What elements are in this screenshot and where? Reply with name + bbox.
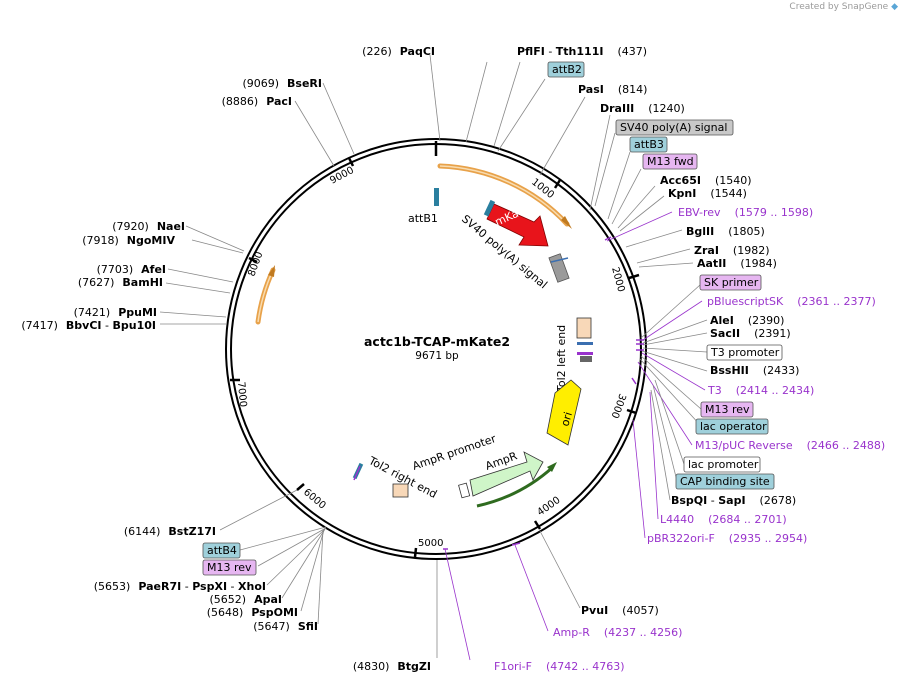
dark-green-feature-arc [476,465,555,508]
site-label: (5652)ApaI [210,593,282,606]
site-label: Acc65I(1540) [660,174,752,187]
feature-box-label: SV40 poly(A) signal [620,121,727,134]
feature-box-label: SK primer [704,276,759,289]
site-label: (6144)BstZ17I [124,525,216,538]
site-label: DraIII(1240) [600,102,685,115]
primer-marks [443,236,644,550]
site-label: (226)PaqCI [362,45,435,58]
leader-lines [159,54,708,661]
site-label: KpnI(1544) [668,187,747,200]
tick-mark [553,179,562,189]
site-label: (5647)SfiI [253,620,318,633]
site-label: (7703)AfeI [97,263,166,276]
tick-mark [533,520,542,530]
tick-label: 2000 [609,266,626,293]
tick-mark [413,547,418,558]
site-label: PvuI(4057) [581,604,659,617]
tick-label: 9000 [328,165,356,187]
feature-box-label: M13 rev [207,561,252,574]
primer-label: L4440(2684 .. 2701) [660,513,787,526]
feature-box-m13-rev [700,401,754,418]
site-label: (7421)PpuMI [74,306,157,319]
site-label: (4830)BtgZI [353,660,431,673]
tick-mark [626,408,637,415]
tol2-left-label: Tol2 left end [555,325,568,393]
primer-label: pBluescriptSK(2361 .. 2377) [707,295,876,308]
feature-box-attb2 [547,61,585,78]
primer-label: pBR322ori-F(2935 .. 2954) [647,532,807,545]
feature-box-lac-operator [695,418,769,435]
site-label: PflFI - Tth111I(437) [517,45,647,58]
feature-box-label: CAP binding site [680,475,770,488]
site-label: BssHII(2433) [710,364,799,377]
site-label: ZraI(1982) [694,244,770,257]
attb4-feature [352,462,364,481]
feature-box-label: T3 promoter [710,346,780,359]
feature-box-cap-binding-site [675,473,775,490]
site-label: (7918)NgoMIV [82,234,175,247]
primer-label: F1ori-F(4742 .. 4763) [494,660,625,673]
attb1-feature: attB1 [408,188,439,225]
tick-mark [347,157,355,167]
green-arrowhead [547,462,557,472]
primer-label: EBV-rev(1579 .. 1598) [678,206,813,219]
site-label: (9069)BseRI [242,77,322,90]
site-label: BspQI - SapI(2678) [671,494,796,507]
site-label: (5653)PaeR7I - PspXI - XhoI [94,580,266,593]
feature-box-label: M13 rev [705,403,750,416]
plasmid-name: actc1b-TCAP-mKate2 [364,334,510,349]
tick-mark [248,256,258,264]
feature-box-label: attB3 [634,138,664,151]
site-label: PasI(814) [578,83,647,96]
feature-box-sv40 [615,119,734,136]
site-label: SacII(2391) [710,327,791,340]
ori-feature: ori [546,379,582,446]
tick-label: 5000 [418,538,443,549]
primer-label: T3(2414 .. 2434) [707,384,814,397]
feature-box-attb3 [629,136,668,153]
creator-credit: Created by SnapGene ◆ [789,2,898,12]
site-label: (7417)BbvCI - Bpu10I [21,319,156,332]
snapgene-logo-icon: ◆ [891,2,898,12]
tick-mark [296,483,305,491]
primer-label: M13/pUC Reverse(2466 .. 2488) [695,439,885,452]
tick-label: 4000 [535,495,562,519]
tick-label: 7000 [235,381,248,407]
tol2-left-feature: Tol2 left end [555,317,593,393]
attb1-label: attB1 [408,212,438,225]
feature-box-label: attB4 [207,544,237,557]
site-labels: (226)PaqCI PflFI - Tth111I(437) PasI(814… [21,45,799,673]
site-label: (7627)BamHI [78,276,163,289]
feature-box-label: attB2 [552,63,582,76]
orange-feature-arc-left [255,267,276,325]
plasmid-length: 9671 bp [415,350,459,362]
orange-feature-arc-core [439,165,568,225]
feature-box-lac-promoter [683,456,761,473]
feature-box-label: lac promoter [688,458,759,471]
site-label: (8886)PacI [222,95,292,108]
feature-box-label: lac operator [700,420,767,433]
tick-label: 3000 [608,392,627,420]
tick-mark [628,273,640,280]
feature-label-boxes: attB2 SV40 poly(A) signal attB3 M13 fwd … [202,61,783,576]
primer-label: Amp-R(4237 .. 4256) [553,626,682,639]
site-label: (5648)PspOMI [207,606,298,619]
feature-tracks [255,163,572,508]
orange-arrowhead [561,216,572,229]
feature-box-attb4 [202,542,241,559]
feature-box-m13-fwd [642,153,698,170]
site-label: AleI(2390) [710,314,784,327]
feature-box-t3-promoter [706,344,783,361]
feature-box-sk-primer [699,274,762,291]
primer-labels: EBV-rev(1579 .. 1598) pBluescriptSK(2361… [494,206,885,673]
site-label: (7920)NaeI [112,220,185,233]
feature-box-label: M13 fwd [647,155,694,168]
feature-box-m13-rev-2 [202,559,257,576]
orange-arrowhead [268,265,275,277]
site-label: AatII(1984) [697,257,777,270]
site-label: BglII(1805) [686,225,765,238]
ori-label: ori [558,410,575,427]
